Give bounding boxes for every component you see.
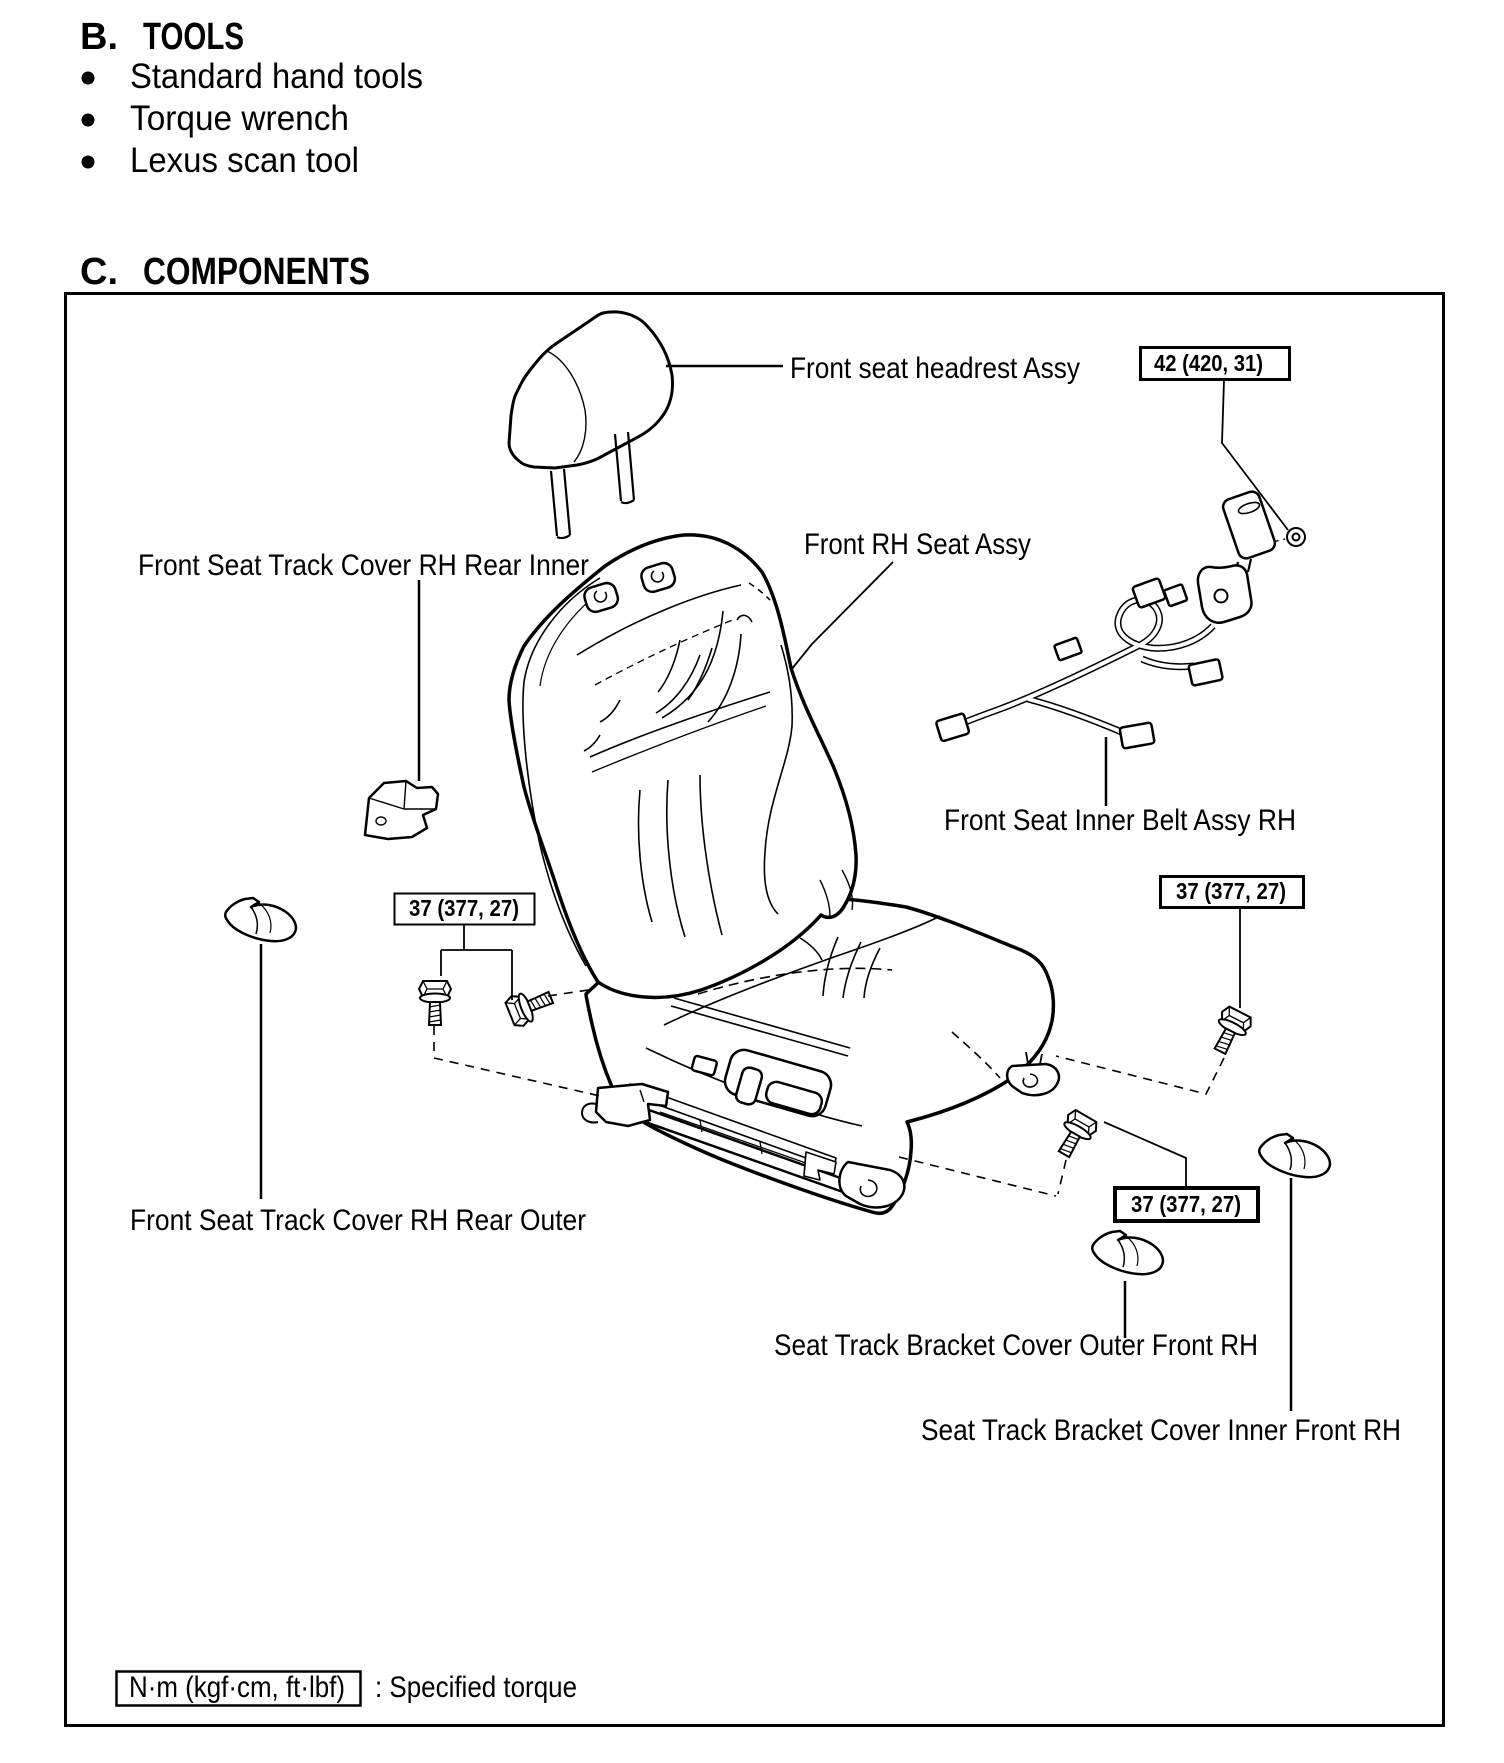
svg-text:37 (377, 27): 37 (377, 27) — [1131, 1191, 1241, 1217]
svg-text:Front Seat Track Cover RH Rear: Front Seat Track Cover RH Rear Inner — [138, 549, 589, 582]
svg-text:C.: C. — [80, 251, 118, 293]
svg-text:Front Seat Track Cover RH Rear: Front Seat Track Cover RH Rear Outer — [130, 1204, 586, 1237]
svg-text:37 (377, 27): 37 (377, 27) — [409, 895, 519, 921]
svg-text:Front seat headrest Assy: Front seat headrest Assy — [790, 352, 1080, 385]
svg-text:Seat Track Bracket Cover Outer: Seat Track Bracket Cover Outer Front RH — [774, 1329, 1258, 1362]
svg-text:: Specified torque: : Specified torque — [375, 1671, 577, 1704]
svg-text:Standard hand tools: Standard hand tools — [130, 57, 423, 96]
svg-text:N·m (kgf·cm, ft·lbf): N·m (kgf·cm, ft·lbf) — [129, 1671, 345, 1704]
svg-text:COMPONENTS: COMPONENTS — [143, 251, 370, 293]
svg-text:Front Seat Inner Belt Assy RH: Front Seat Inner Belt Assy RH — [944, 804, 1296, 837]
svg-text:42 (420, 31): 42 (420, 31) — [1154, 350, 1263, 376]
svg-text:Lexus scan tool: Lexus scan tool — [130, 141, 359, 180]
svg-text:B.: B. — [80, 16, 118, 58]
svg-text:37 (377, 27): 37 (377, 27) — [1176, 878, 1286, 904]
svg-text:Front RH Seat Assy: Front RH Seat Assy — [804, 528, 1031, 561]
svg-text:TOOLS: TOOLS — [143, 16, 244, 58]
svg-text:Torque wrench: Torque wrench — [130, 99, 349, 138]
svg-text:Seat Track Bracket Cover Inner: Seat Track Bracket Cover Inner Front RH — [921, 1414, 1401, 1447]
